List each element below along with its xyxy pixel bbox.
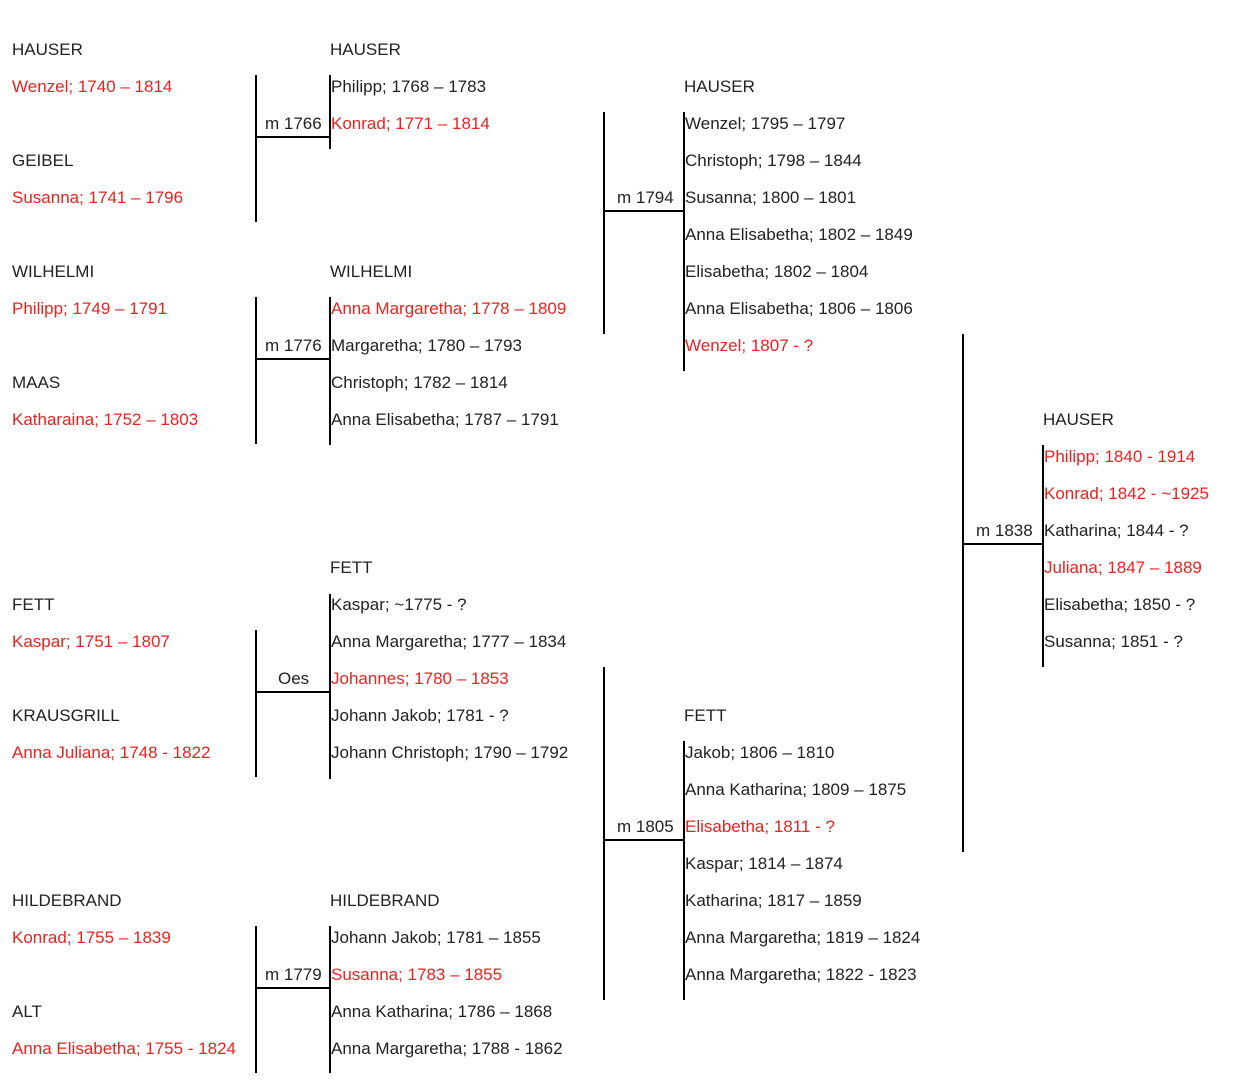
child-johann-christoph-1790: Johann Christoph; 1790 – 1792 [331, 743, 569, 762]
child-margaretha-1780: Margaretha; 1780 – 1793 [331, 336, 522, 355]
family-surname-hauser-1838: HAUSER [1043, 410, 1114, 429]
couple-bracket-line [603, 112, 605, 334]
child-anna-katharina-1809: Anna Katharina; 1809 – 1875 [685, 780, 907, 799]
marriage-label-1766: m 1766 [265, 114, 322, 133]
child-anna-margaretha-1788: Anna Margaretha; 1788 - 1862 [331, 1039, 563, 1058]
children-bracket-line [683, 112, 685, 371]
child-susanna-1783: Susanna; 1783 – 1855 [331, 965, 503, 984]
marriage-label-1779: m 1779 [265, 965, 322, 984]
child-susanna-1800: Susanna; 1800 – 1801 [685, 188, 857, 207]
family-surname-fett-1805: FETT [684, 706, 727, 725]
marriage-label-oes: Oes [278, 669, 310, 688]
child-katharina-1844: Katharina; 1844 - ? [1044, 521, 1189, 540]
children-bracket-line [1042, 445, 1044, 667]
child-anna-margaretha-1778: Anna Margaretha; 1778 – 1809 [331, 299, 567, 318]
child-susanna-1851: Susanna; 1851 - ? [1044, 632, 1183, 651]
person-anna-elisabetha-1755: Anna Elisabetha; 1755 - 1824 [12, 1039, 237, 1058]
person-philipp-1749: Philipp; 1749 – 1791 [12, 299, 168, 318]
surname-hildebrand: HILDEBRAND [12, 891, 122, 910]
children-bracket-line [329, 297, 331, 445]
children-bracket-line [329, 926, 331, 1073]
person-kaspar-1751: Kaspar; 1751 – 1807 [12, 632, 170, 651]
child-johann-jakob-1781b: Johann Jakob; 1781 – 1855 [331, 928, 541, 947]
couple-bracket-line [255, 75, 257, 222]
marriage-label-1776: m 1776 [265, 336, 322, 355]
child-anna-elisabetha-1802: Anna Elisabetha; 1802 – 1849 [685, 225, 913, 244]
couple-bracket-line [603, 667, 605, 1000]
child-juliana-1847: Juliana; 1847 – 1889 [1044, 558, 1202, 577]
child-anna-margaretha-1822: Anna Margaretha; 1822 - 1823 [685, 965, 917, 984]
person-katharaina-1752: Katharaina; 1752 – 1803 [12, 410, 199, 429]
child-kaspar-1814: Kaspar; 1814 – 1874 [685, 854, 843, 873]
child-anna-katharina-1786: Anna Katharina; 1786 – 1868 [331, 1002, 553, 1021]
marriage-connector-line [962, 543, 1044, 545]
person-wenzel-1740: Wenzel; 1740 – 1814 [12, 77, 173, 96]
surname-krausgrill: KRAUSGRILL [12, 706, 120, 725]
surname-fett: FETT [12, 595, 55, 614]
surname-alt: ALT [12, 1002, 42, 1021]
person-anna-juliana-1748: Anna Juliana; 1748 - 1822 [12, 743, 211, 762]
surname-maas: MAAS [12, 373, 61, 392]
children-bracket-line [683, 741, 685, 1000]
marriage-connector-line [255, 358, 331, 360]
family-surname-hildebrand-1779: HILDEBRAND [330, 891, 440, 910]
children-bracket-line [329, 594, 331, 779]
couple-bracket-line [962, 334, 964, 852]
marriage-connector-line [603, 210, 685, 212]
child-johann-jakob-1781: Johann Jakob; 1781 - ? [331, 706, 509, 725]
person-susanna-1741: Susanna; 1741 – 1796 [12, 188, 184, 207]
surname-wilhelmi: WILHELMI [12, 262, 95, 281]
child-philipp-1768: Philipp; 1768 – 1783 [331, 77, 487, 96]
marriage-connector-line [603, 839, 685, 841]
child-wenzel-1807: Wenzel; 1807 - ? [685, 336, 814, 355]
child-konrad-1771: Konrad; 1771 – 1814 [331, 114, 490, 133]
marriage-label-1805: m 1805 [617, 817, 674, 836]
child-elisabetha-1802: Elisabetha; 1802 – 1804 [685, 262, 869, 281]
family-surname-wilhelmi-1776: WILHELMI [330, 262, 413, 281]
couple-bracket-line [255, 926, 257, 1073]
children-bracket-line [329, 75, 331, 149]
child-anna-margaretha-1777: Anna Margaretha; 1777 – 1834 [331, 632, 567, 651]
marriage-label-1794: m 1794 [617, 188, 674, 207]
marriage-connector-line [255, 136, 331, 138]
person-konrad-1755: Konrad; 1755 – 1839 [12, 928, 171, 947]
child-wenzel-1795: Wenzel; 1795 – 1797 [685, 114, 846, 133]
child-elisabetha-1811: Elisabetha; 1811 - ? [685, 817, 835, 836]
child-christoph-1782: Christoph; 1782 – 1814 [331, 373, 508, 392]
child-kaspar-1775: Kaspar; ~1775 - ? [331, 595, 467, 614]
couple-bracket-line [255, 630, 257, 777]
surname-geibel: GEIBEL [12, 151, 74, 170]
child-konrad-1842: Konrad; 1842 - ~1925 [1044, 484, 1209, 503]
family-surname-hauser-1794: HAUSER [684, 77, 755, 96]
marriage-connector-line [255, 691, 331, 693]
child-jakob-1806: Jakob; 1806 – 1810 [685, 743, 835, 762]
child-anna-elisabetha-1787: Anna Elisabetha; 1787 – 1791 [331, 410, 559, 429]
child-anna-margaretha-1819: Anna Margaretha; 1819 – 1824 [685, 928, 921, 947]
child-anna-elisabetha-1806: Anna Elisabetha; 1806 – 1806 [685, 299, 913, 318]
family-surname-hauser-1766: HAUSER [330, 40, 401, 59]
couple-bracket-line [255, 297, 257, 444]
marriage-connector-line [255, 987, 331, 989]
child-johannes-1780: Johannes; 1780 – 1853 [331, 669, 509, 688]
child-philipp-1840: Philipp; 1840 - 1914 [1044, 447, 1196, 466]
child-christoph-1798: Christoph; 1798 – 1844 [685, 151, 862, 170]
marriage-label-1838: m 1838 [976, 521, 1033, 540]
child-katharina-1817: Katharina; 1817 – 1859 [685, 891, 862, 910]
family-surname-fett-1: FETT [330, 558, 373, 577]
child-elisabetha-1850: Elisabetha; 1850 - ? [1044, 595, 1196, 614]
surname-hauser: HAUSER [12, 40, 83, 59]
